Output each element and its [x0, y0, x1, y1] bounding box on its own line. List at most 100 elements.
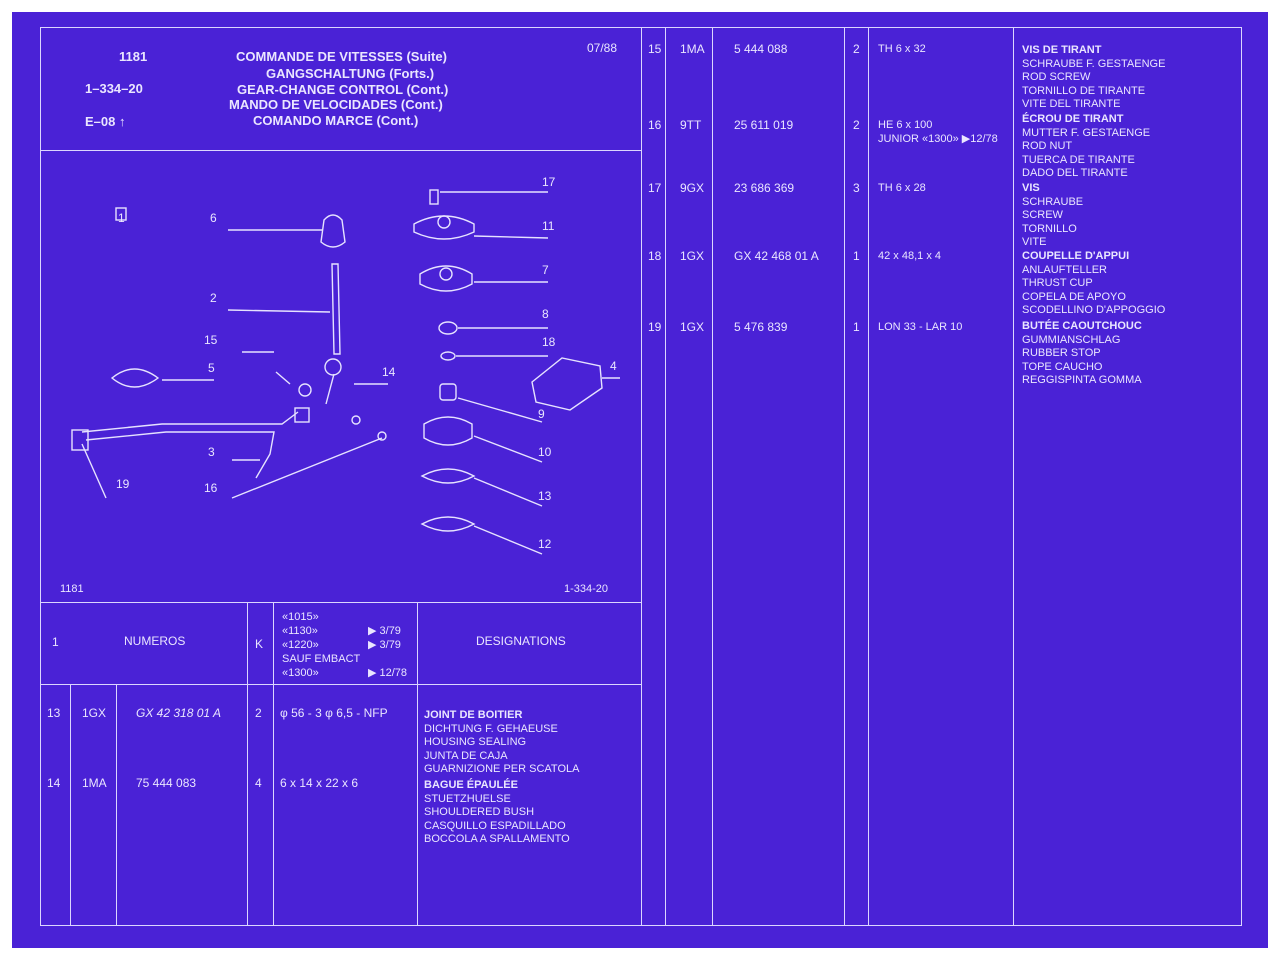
gasket-13: [420, 468, 476, 484]
row-part-number: 75 444 083: [136, 776, 197, 790]
designation-es: CASQUILLO ESPADILLADO: [424, 819, 566, 832]
callout-7: 7: [542, 263, 549, 277]
column-designations-header: DESIGNATIONS: [476, 634, 566, 648]
callout-3: 3: [208, 445, 215, 459]
box-label: 1: [118, 211, 125, 225]
spec-line: TH 6 x 32: [878, 43, 926, 55]
row-designations: VIS DE TIRANT SCHRAUBE F. GESTAENGE ROD …: [1022, 44, 1165, 112]
row-code: 1GX: [680, 249, 705, 263]
callout-11: 11: [542, 219, 555, 233]
housing-10: [423, 416, 473, 446]
model-1300: «1300»: [282, 667, 319, 679]
row-designations: JOINT DE BOITIER DICHTUNG F. GEHAEUSE HO…: [424, 709, 579, 777]
callout-12: 12: [538, 537, 552, 551]
designation-en: ROD SCREW: [1022, 71, 1091, 83]
designation-fr: ÉCROU DE TIRANT: [1022, 113, 1124, 125]
designation-fr: BUTÉE CAOUTCHOUC: [1022, 320, 1142, 332]
plate-11: [413, 215, 475, 240]
control-rod-top: [81, 411, 299, 433]
col-line-1: [70, 684, 71, 925]
designation-en: SHOULDERED BUSH: [424, 806, 535, 818]
title-it: COMANDO MARCE (Cont.): [253, 113, 419, 128]
plate-7: [419, 265, 473, 292]
row-spec: 6 x 14 x 22 x 6: [280, 776, 359, 790]
title-de: GANGSCHALTUNG (Forts.): [266, 66, 435, 81]
spec-line: TH 6 x 28: [878, 182, 926, 194]
col-line-5: [417, 602, 418, 925]
boot-4: [531, 357, 603, 411]
row-part-number: 5 444 088: [734, 42, 788, 56]
callout-4: 4: [610, 359, 617, 373]
row-spec: LON 33 - LAR 10: [878, 321, 962, 335]
rubber-stop-5: [110, 368, 160, 388]
designation-es: JUNTA DE CAJA: [424, 749, 508, 762]
model-1300-date: ▶ 12/78: [368, 667, 408, 679]
e-reference-text: E–08: [85, 114, 116, 129]
designation-es: TORNILLO: [1022, 222, 1077, 235]
title-es: MANDO DE VELOCIDADES (Cont.): [229, 97, 443, 112]
row-designations: VIS SCHRAUBE SCREW TORNILLO VITE: [1022, 182, 1083, 250]
col-line-r1: [665, 27, 666, 926]
frame-right: [1241, 27, 1242, 926]
row-part-number: GX 42 318 01 A: [136, 706, 221, 720]
row-designations: COUPELLE D'APPUI ANLAUFTELLER THRUST CUP…: [1022, 250, 1165, 318]
panel-divider: [641, 27, 642, 926]
callout-13: 13: [538, 489, 552, 503]
bush-14: [351, 415, 361, 425]
designation-it: REGGISPINTA GOMMA: [1022, 374, 1142, 386]
row-spec: TH 6 x 32: [878, 43, 926, 57]
column-k-header: K: [255, 637, 264, 651]
row-part-number: 5 476 839: [734, 320, 788, 334]
reference-number: 1–334–20: [85, 81, 143, 96]
row-designations: ÉCROU DE TIRANT MUTTER F. GESTAENGE ROD …: [1022, 113, 1150, 181]
designation-fr: BAGUE ÉPAULÉE: [424, 779, 518, 791]
bush-9: [439, 383, 457, 401]
callout-9: 9: [538, 407, 545, 421]
callout-10: 10: [538, 445, 552, 459]
row-code: 9TT: [680, 118, 702, 132]
e-reference: E–08 ↑: [85, 115, 126, 128]
designation-fr: JOINT DE BOITIER: [424, 709, 523, 721]
callout-19: 19: [116, 477, 130, 491]
col-line-4: [273, 602, 274, 925]
row-index: 14: [47, 776, 61, 790]
plate-7-hole: [439, 267, 453, 281]
callout-2: 2: [210, 291, 217, 305]
row-index: 16: [648, 118, 662, 132]
row-index: 19: [648, 320, 662, 334]
model-1130-date: ▶ 3/79: [368, 625, 401, 637]
link-joint: [294, 407, 310, 423]
row-quantity: 4: [255, 776, 262, 790]
row-quantity: 3: [853, 181, 860, 195]
row-part-number: 23 686 369: [734, 181, 795, 195]
row-code: 9GX: [680, 181, 705, 195]
designation-en: RUBBER STOP: [1022, 347, 1101, 359]
designation-fr: COUPELLE D'APPUI: [1022, 250, 1130, 262]
designation-it: SCODELLINO D'APPOGGIO: [1022, 304, 1166, 316]
designation-it: VITE: [1022, 236, 1047, 248]
col-line-r5: [1013, 27, 1014, 926]
designation-de: STUETZHUELSE: [424, 792, 511, 805]
designation-it: BOCCOLA A SPALLAMENTO: [424, 833, 570, 845]
designation-es: COPELA DE APOYO: [1022, 290, 1126, 303]
frame-left: [40, 27, 41, 926]
screw-15: [275, 371, 291, 385]
cup-18: [440, 351, 456, 361]
col-line-r4: [868, 27, 869, 926]
column-index-header: 1: [52, 635, 59, 649]
row-code: 1GX: [680, 320, 705, 334]
catalog-sheet: 1181 1–334–20 E–08 ↑ 07/88 COMMANDE DE V…: [12, 12, 1268, 948]
bush-15: [298, 383, 312, 397]
designation-en: HOUSING SEALING: [424, 736, 527, 748]
designation-fr: VIS DE TIRANT: [1022, 44, 1102, 56]
spec-line: 42 x 48,1 x 4: [878, 250, 941, 262]
washer-8: [438, 321, 458, 335]
designation-en: THRUST CUP: [1022, 277, 1093, 289]
title-en: GEAR-CHANGE CONTROL (Cont.): [237, 82, 449, 97]
callout-15: 15: [204, 333, 218, 347]
row-code: 1MA: [680, 42, 705, 56]
sauf-embact: SAUF EMBACT: [282, 653, 361, 665]
row-index: 13: [47, 706, 61, 720]
designation-it: GUARNIZIONE PER SCATOLA: [424, 763, 580, 775]
designation-en: ROD NUT: [1022, 140, 1073, 152]
